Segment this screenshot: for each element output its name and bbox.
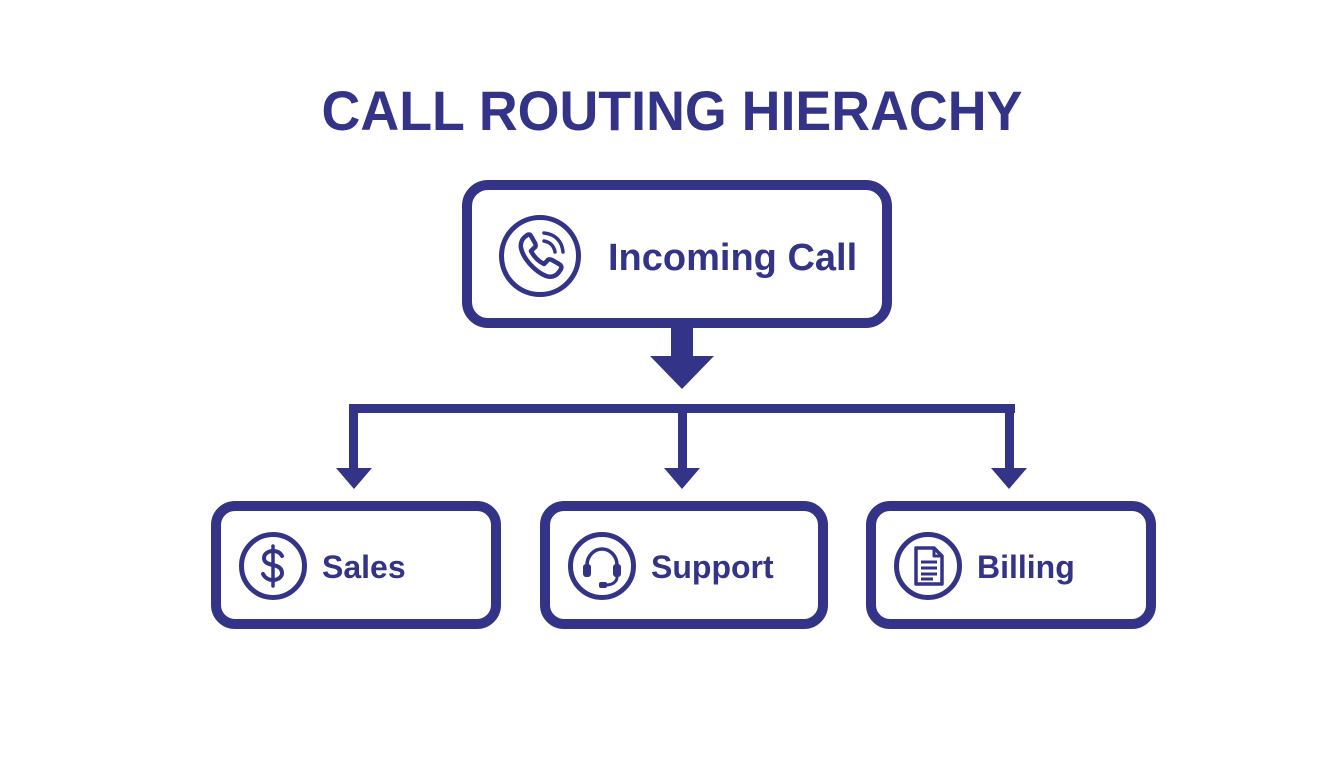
billing-node[interactable]: Billing [866, 501, 1156, 629]
sales-node[interactable]: Sales [211, 501, 501, 629]
branch-horizontal-line [349, 404, 1015, 413]
branch-arrow-support [664, 468, 700, 489]
root-arrow-head [650, 356, 714, 389]
dollar-icon [239, 532, 307, 600]
sales-label: Sales [322, 549, 406, 585]
document-icon [894, 532, 962, 600]
branch-drop-support [678, 404, 687, 470]
branch-drop-billing [1005, 404, 1014, 470]
page-title: CALL ROUTING HIERACHY [321, 79, 1023, 142]
branch-drop-sales [349, 404, 358, 470]
incoming-call-label: Incoming Call [608, 237, 858, 279]
support-label: Support [651, 549, 774, 585]
billing-label: Billing [977, 549, 1075, 585]
branch-arrow-billing [991, 468, 1027, 489]
root-arrow-shaft [671, 328, 693, 358]
headset-icon [568, 532, 636, 600]
support-node[interactable]: Support [540, 501, 828, 629]
branch-arrow-sales [336, 468, 372, 489]
incoming-call-node[interactable]: Incoming Call [462, 180, 892, 328]
phone-icon [499, 215, 581, 297]
